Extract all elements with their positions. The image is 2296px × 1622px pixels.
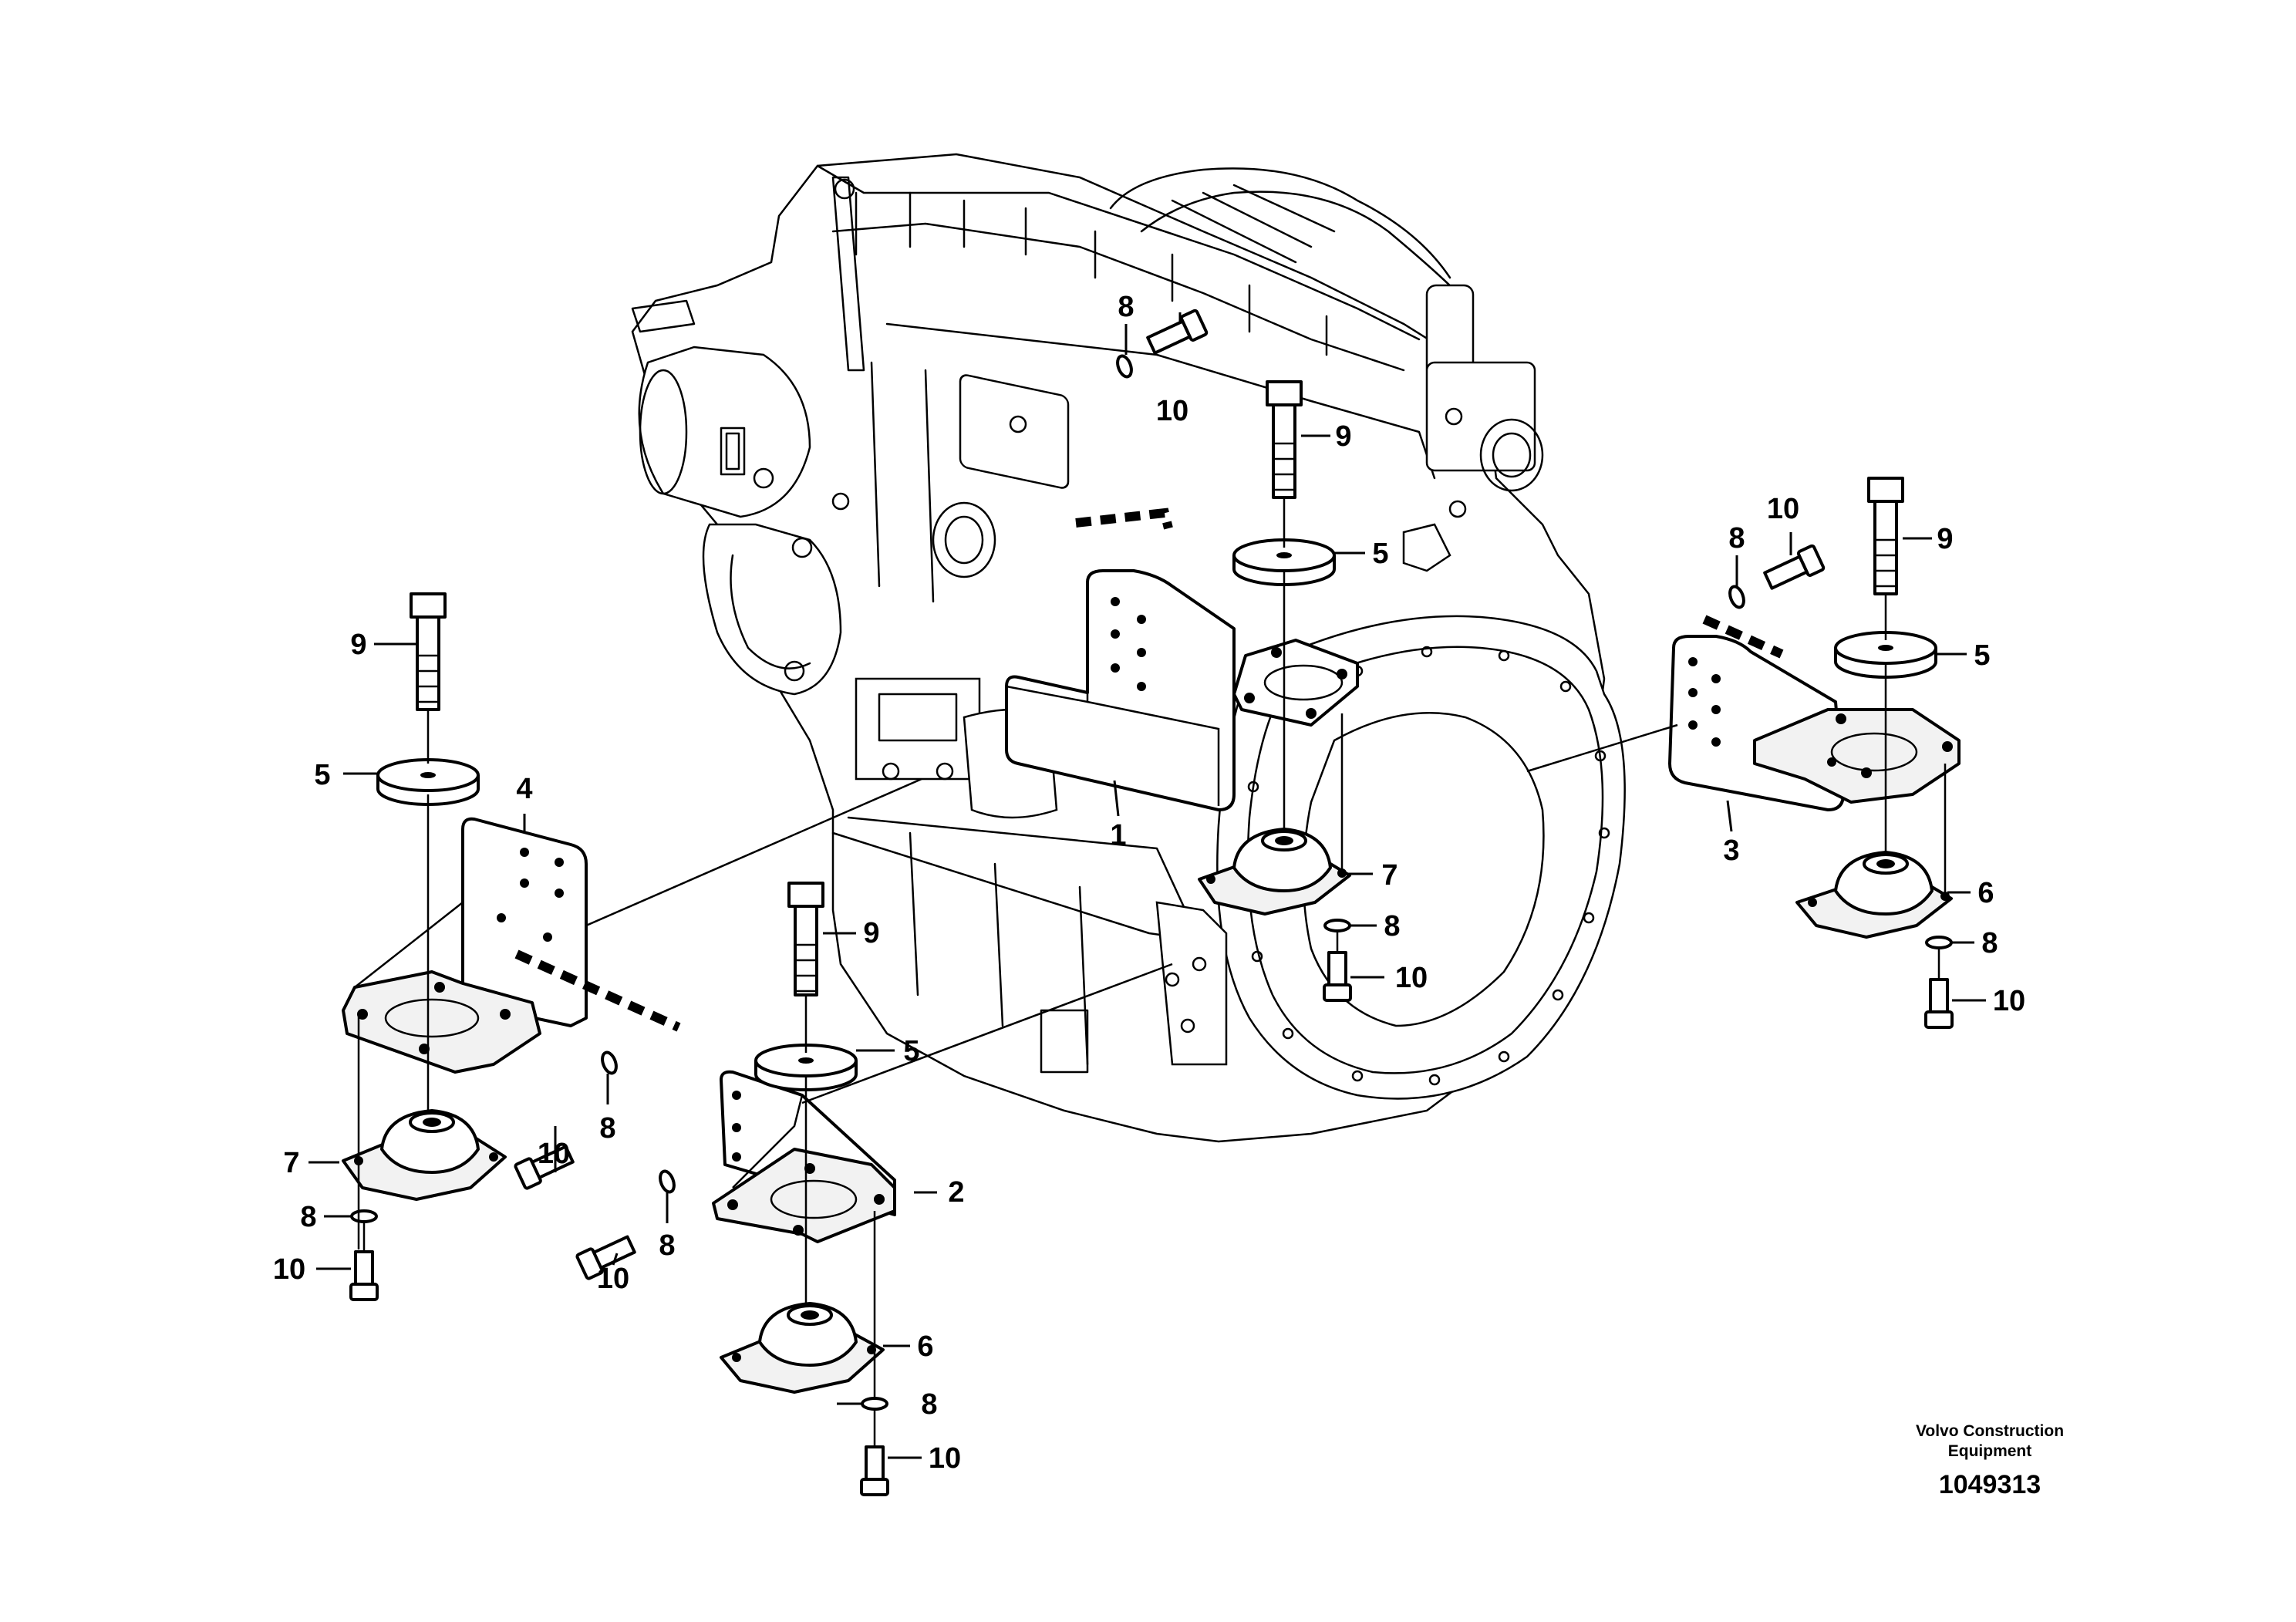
- washer-mid: [754, 1044, 858, 1091]
- callout-5-right: 5: [1974, 639, 1990, 672]
- part-5-washers: [376, 538, 1937, 1091]
- part-7-mount-left: [342, 1109, 507, 1201]
- bolt-10-left-vertical: [349, 1250, 379, 1301]
- bolt-9-top: [1266, 380, 1303, 499]
- part-9-long-bolts: [410, 380, 1904, 996]
- callout-8-right-horizontal: 8: [1728, 522, 1745, 555]
- callout-4: 4: [516, 773, 532, 805]
- callout-3: 3: [1723, 835, 1739, 867]
- callout-10-mid-horizontal: 10: [597, 1263, 629, 1295]
- part-3-right-bracket: [1668, 635, 1961, 811]
- bolt-10-farright-vertical: [1924, 978, 1954, 1029]
- bolt-9-left: [410, 592, 447, 711]
- part-6-mount-bottom: [720, 1302, 885, 1394]
- callout-10-top-horizontal: 10: [1156, 395, 1188, 427]
- brand-line-2: Equipment: [1948, 1442, 2032, 1460]
- callout-10-bottom-vertical: 10: [929, 1442, 961, 1475]
- callout-8-left-vertical: 8: [300, 1201, 316, 1233]
- bolt-10-mid-horizontal: [575, 1235, 636, 1280]
- part-7-mount-right: [1198, 828, 1351, 916]
- callout-9-right: 9: [1937, 523, 1953, 555]
- bolt-10-right-horizontal: [1763, 544, 1826, 590]
- callout-10-farright-vertical: 10: [1993, 985, 2025, 1017]
- part-1-front-bracket: [1005, 569, 1236, 811]
- callout-8-farright-vertical: 8: [1981, 927, 1998, 959]
- callout-8-left-horizontal: 8: [599, 1112, 615, 1145]
- bolt-9-mid: [787, 882, 824, 996]
- callout-10-left-vertical: 10: [273, 1253, 305, 1286]
- callout-10-topright-vertical: 10: [1395, 962, 1428, 994]
- part-1-pad-plate: [1232, 639, 1359, 727]
- callout-2: 2: [948, 1176, 964, 1209]
- washer-top: [1232, 538, 1336, 586]
- callout-8-mid-horizontal: 8: [659, 1229, 675, 1262]
- callout-9-mid: 9: [863, 917, 879, 949]
- bolt-9-right: [1867, 477, 1904, 595]
- assembly-axis-lines: [357, 497, 1947, 1447]
- part-6-mount-right: [1795, 851, 1953, 939]
- bolt-10-top-horizontal: [1146, 309, 1209, 355]
- callout-5-top: 5: [1372, 538, 1388, 570]
- callout-8-top-horizontal: 8: [1118, 291, 1134, 323]
- callout-6-bottom: 6: [917, 1330, 933, 1363]
- callout-7-left: 7: [283, 1147, 299, 1179]
- callout-7-right: 7: [1381, 859, 1397, 892]
- callout-10-right-horizontal: 10: [1767, 493, 1799, 525]
- callout-8-topright-vertical: 8: [1384, 910, 1400, 943]
- part-2-middle-bracket: [712, 1070, 896, 1243]
- callout-10-left-horizontal: 10: [538, 1138, 570, 1170]
- leader-lines: [308, 312, 1986, 1459]
- brand-line-1: Volvo Construction: [1916, 1422, 2064, 1440]
- washer-right: [1834, 631, 1937, 679]
- callout-5-left: 5: [314, 759, 330, 791]
- footer-block: Volvo Construction Equipment 1049313: [1916, 1422, 2064, 1499]
- bolt-10-bottom-vertical: [860, 1445, 889, 1496]
- drawing-number: 1049313: [1939, 1470, 2041, 1499]
- washer-left: [376, 758, 480, 806]
- callout-9-left: 9: [350, 629, 366, 661]
- part-4-left-bracket: [342, 817, 588, 1074]
- hidden-bolt-paths: [514, 508, 1784, 1032]
- callout-6-right: 6: [1977, 877, 1994, 909]
- bolt-10-topright-vertical: [1323, 951, 1352, 1002]
- callout-8-bottom-vertical: 8: [921, 1388, 937, 1421]
- callout-1: 1: [1110, 819, 1126, 851]
- callout-5-mid: 5: [903, 1035, 919, 1067]
- callout-9-top: 9: [1335, 420, 1351, 453]
- part-callouts: 1 2 3 4 5 5 5 5 6 6 7 7 8 8 8 8 8 8 8 8 …: [273, 291, 2025, 1475]
